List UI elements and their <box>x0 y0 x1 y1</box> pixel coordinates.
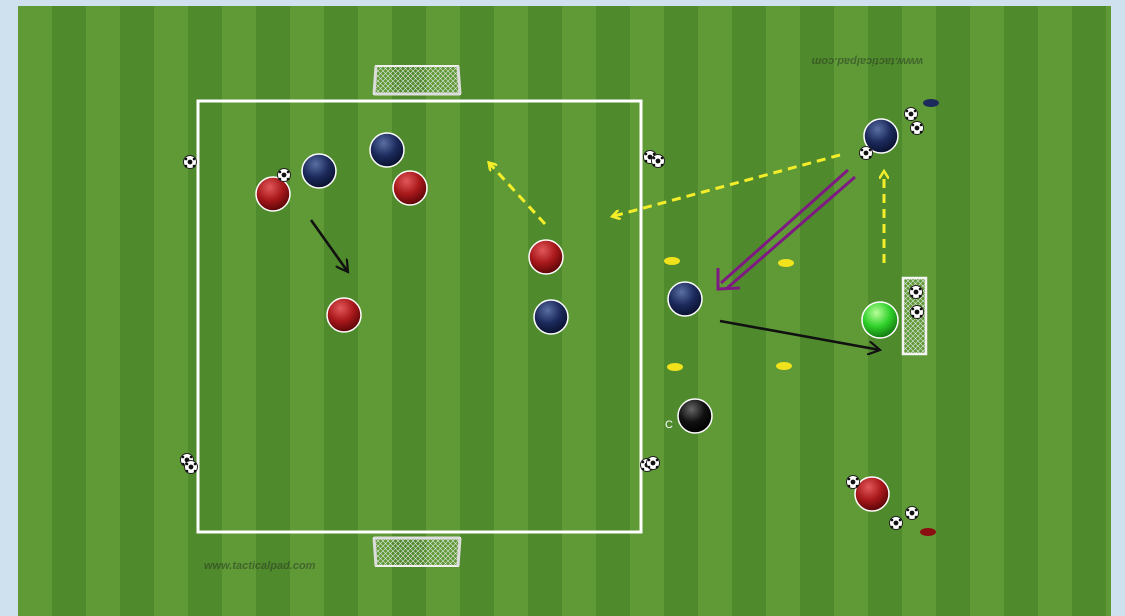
grass-stripe <box>86 6 120 616</box>
blue-player[interactable] <box>534 300 568 334</box>
grass-stripe <box>970 6 1004 616</box>
grass-stripe <box>18 6 52 616</box>
grass-stripe <box>460 6 494 616</box>
grass-stripe <box>800 6 834 616</box>
cone-marker-icon <box>923 99 939 107</box>
grass-stripe <box>1004 6 1038 616</box>
football-icon[interactable] <box>185 461 198 474</box>
grass-stripe <box>358 6 392 616</box>
grass-stripe <box>120 6 154 616</box>
tactics-board: www.tacticalpad.com www.tacticalpad.com <box>18 6 1111 616</box>
grass-stripe <box>494 6 528 616</box>
blue-player[interactable] <box>302 154 336 188</box>
football-icon[interactable] <box>647 457 660 470</box>
grass-stripe <box>1106 6 1111 616</box>
cone-marker-icon <box>920 528 936 536</box>
grass-stripe <box>1038 6 1072 616</box>
grass-stripe <box>1072 6 1106 616</box>
red-player[interactable] <box>393 171 427 205</box>
football-icon[interactable] <box>910 286 923 299</box>
red-player[interactable] <box>529 240 563 274</box>
blue-player[interactable] <box>370 133 404 167</box>
watermark-top: www.tacticalpad.com <box>811 55 923 67</box>
grass-stripe <box>222 6 256 616</box>
football-icon[interactable] <box>911 306 924 319</box>
football-icon[interactable] <box>278 169 291 182</box>
football-icon[interactable] <box>184 156 197 169</box>
grass-stripe <box>154 6 188 616</box>
cone-marker-icon <box>667 363 683 371</box>
football-icon[interactable] <box>860 147 873 160</box>
grass-stripe <box>290 6 324 616</box>
goal-net-icon <box>374 538 460 566</box>
grass-stripe <box>392 6 426 616</box>
coach-label: C <box>665 419 673 431</box>
grass-stripe <box>188 6 222 616</box>
grass-stripe <box>936 6 970 616</box>
grass-stripe <box>52 6 86 616</box>
red-player[interactable] <box>855 477 889 511</box>
grass-stripe <box>834 6 868 616</box>
grass-stripe <box>698 6 732 616</box>
grass-stripe <box>630 6 664 616</box>
football-icon[interactable] <box>890 517 903 530</box>
grass-stripe <box>732 6 766 616</box>
cone-marker-icon <box>776 362 792 370</box>
football-icon[interactable] <box>906 507 919 520</box>
goal-net-icon <box>374 66 460 94</box>
goalkeeper[interactable] <box>862 302 898 338</box>
football-icon[interactable] <box>911 122 924 135</box>
pitch-svg: www.tacticalpad.com www.tacticalpad.com <box>18 6 1111 616</box>
football-icon[interactable] <box>905 108 918 121</box>
red-player[interactable] <box>327 298 361 332</box>
football-icon[interactable] <box>652 155 665 168</box>
football-icon[interactable] <box>847 476 860 489</box>
grass-stripe <box>426 6 460 616</box>
blue-player[interactable] <box>668 282 702 316</box>
cone-marker-icon <box>778 259 794 267</box>
grass-stripe <box>596 6 630 616</box>
grass-stripe <box>766 6 800 616</box>
cone-marker-icon <box>664 257 680 265</box>
coach[interactable] <box>678 399 712 433</box>
watermark-bottom: www.tacticalpad.com <box>204 560 316 572</box>
red-player[interactable] <box>256 177 290 211</box>
grass-stripe <box>256 6 290 616</box>
